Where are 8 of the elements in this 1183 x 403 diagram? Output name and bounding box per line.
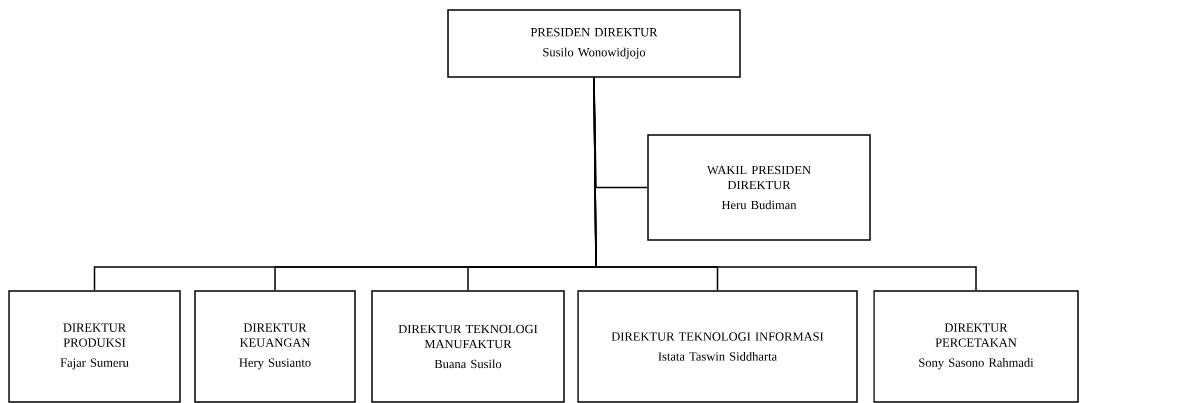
connector-line — [593, 77, 977, 291]
position-box: DIREKTUR TEKNOLOGI INFORMASI Istata Taswin Siddharta — [577, 290, 858, 403]
position-box: DIREKTUR TEKNOLOGI MANUFAKTUR Buana Susilo — [371, 290, 565, 403]
position-box: DIREKTUR PRODUKSI Fajar Sumeru — [8, 290, 181, 403]
position-box: DIREKTUR KEUANGAN Hery Susianto — [194, 290, 356, 403]
position-box: WAKIL PRESIDEN DIREKTUR Heru Budiman — [647, 134, 871, 241]
position-box: PRESIDEN DIREKTUR Susilo Wonowidjojo — [447, 9, 741, 78]
position-box: DIREKTUR PERCETAKAN Sony Sasono Rahmadi — [873, 290, 1079, 403]
